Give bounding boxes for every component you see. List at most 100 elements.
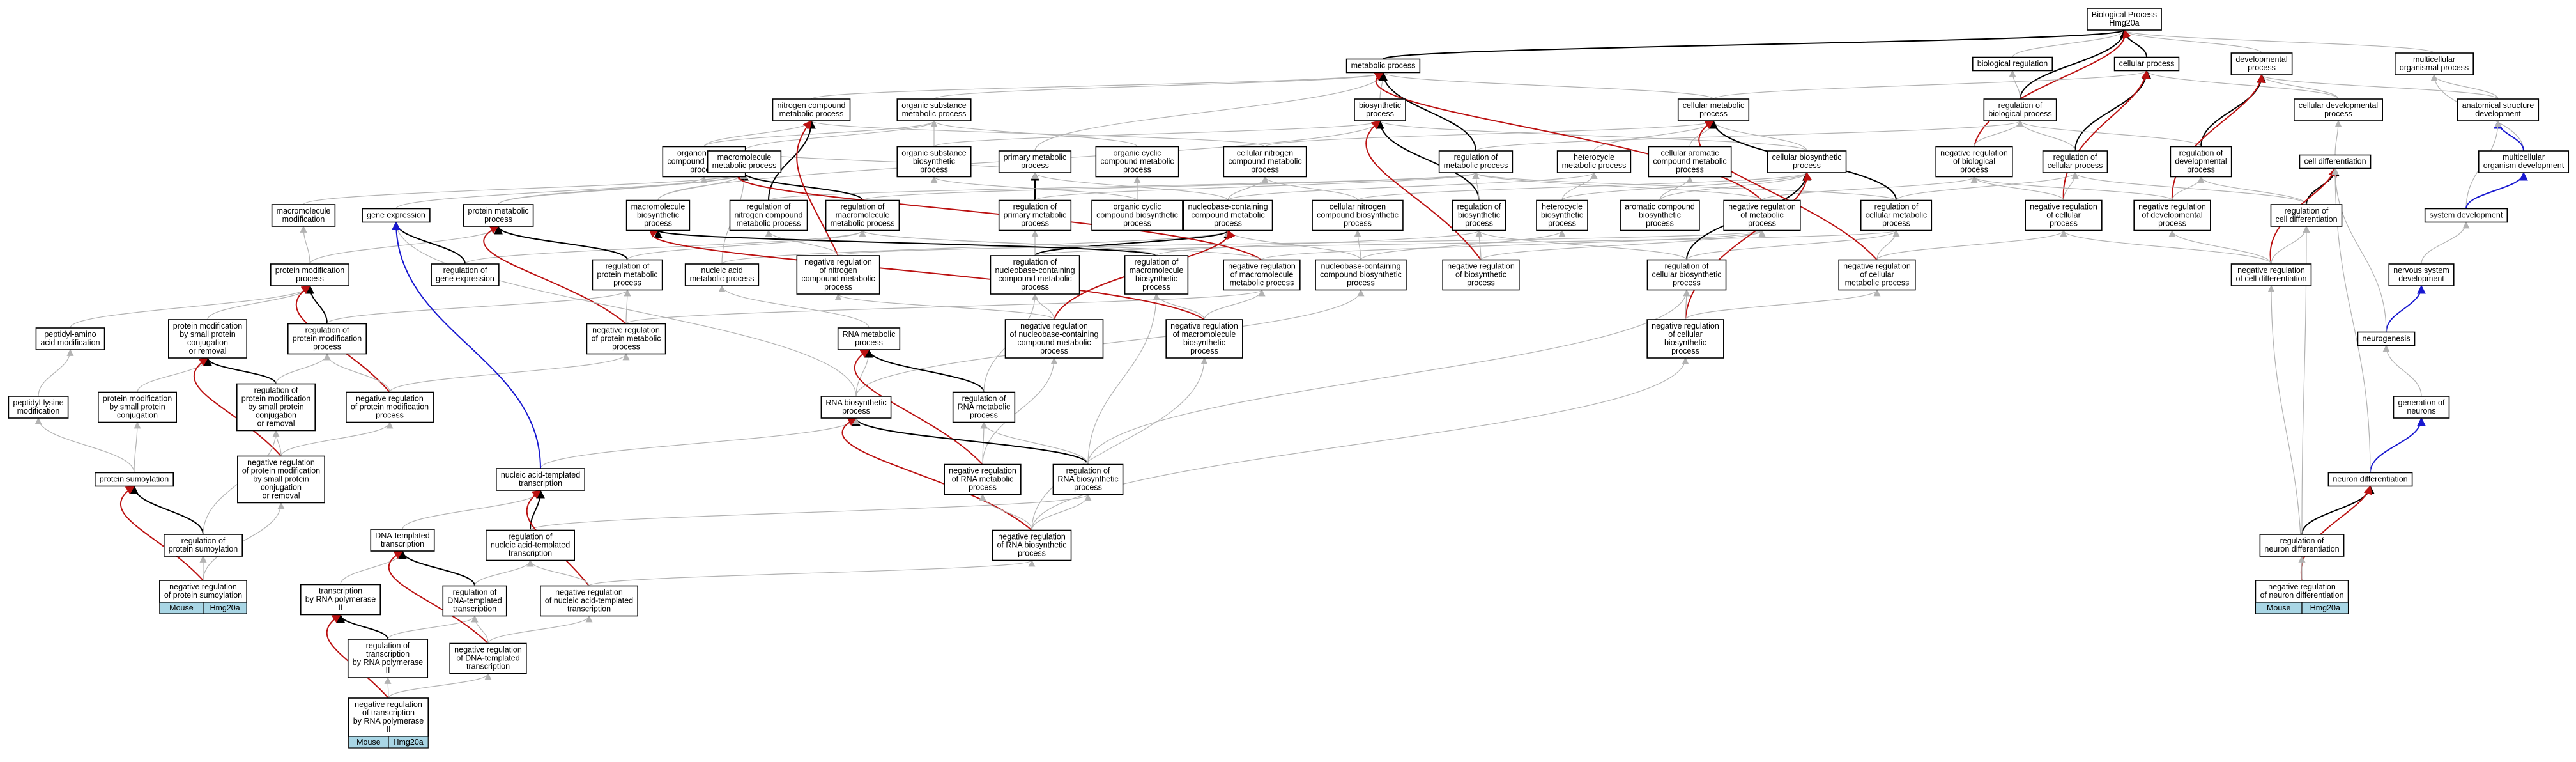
go-term-label: of protein sumoylation: [164, 591, 242, 600]
go-term-box: [2478, 150, 2570, 173]
go-term-node[interactable]: regulation ofmacromoleculebiosyntheticpr…: [1124, 255, 1189, 295]
is-a-edge: [1379, 72, 1714, 100]
go-term-node[interactable]: cell differentiation: [2299, 154, 2372, 169]
go-term-node[interactable]: cellular process: [2113, 56, 2180, 72]
is-a-edge: [2258, 74, 2499, 100]
go-term-node[interactable]: neuron differentiation: [2327, 472, 2413, 487]
go-term-node[interactable]: system development: [2424, 208, 2508, 223]
go-term-node[interactable]: biological regulation: [1972, 56, 2053, 72]
go-term-node[interactable]: gene expression: [362, 208, 431, 223]
go-term-node[interactable]: metabolic process: [1346, 58, 1421, 74]
go-term-node[interactable]: protein sumoylation: [94, 472, 174, 487]
go-term-node[interactable]: regulation ofnucleobase-containingcompou…: [990, 255, 1080, 295]
go-term-label: compound metabolic: [1017, 338, 1091, 347]
go-term-node[interactable]: neurogenesis: [2357, 331, 2416, 346]
